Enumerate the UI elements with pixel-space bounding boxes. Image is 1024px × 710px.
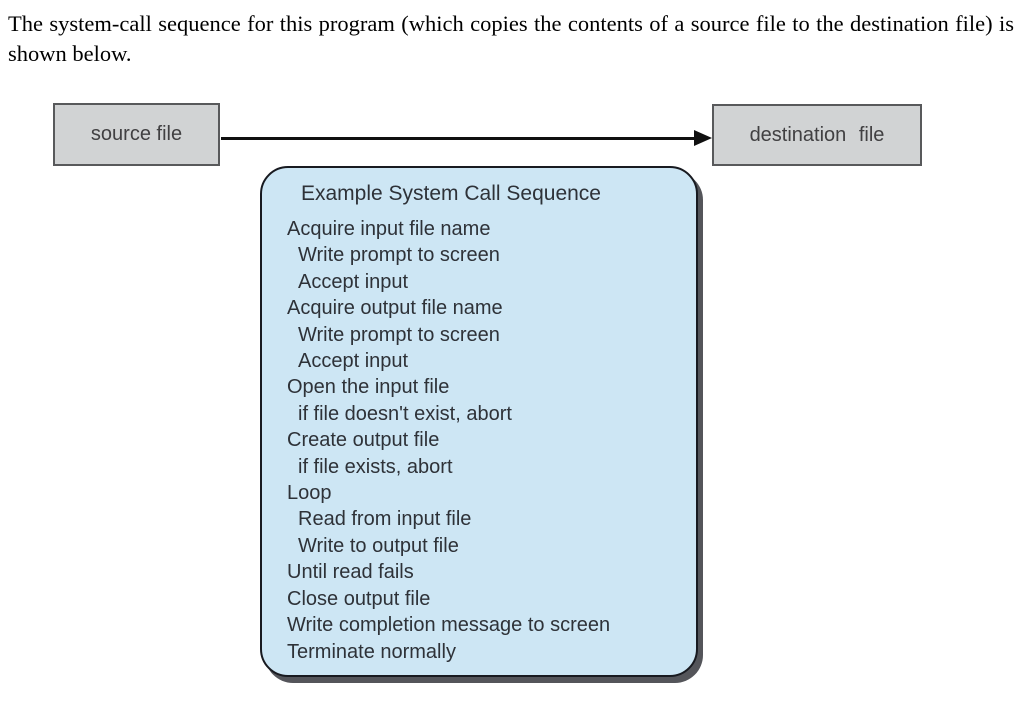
sequence-title: Example System Call Sequence bbox=[301, 182, 601, 205]
sequence-step: Write to output file bbox=[298, 534, 459, 557]
sequence-step: if file doesn't exist, abort bbox=[298, 402, 512, 425]
sequence-step: if file exists, abort bbox=[298, 455, 453, 478]
sequence-step: Until read fails bbox=[287, 561, 414, 584]
sequence-step: Read from input file bbox=[298, 508, 472, 531]
source-to-destination-arrow-line bbox=[221, 137, 696, 140]
sequence-step: Accept input bbox=[298, 270, 409, 293]
sequence-step: Open the input file bbox=[287, 376, 450, 399]
system-call-sequence-panel: Example System Call Sequence Acquire inp… bbox=[260, 166, 698, 677]
destination-file-box: destination file bbox=[712, 104, 922, 166]
intro-paragraph: The system-call sequence for this progra… bbox=[8, 11, 1014, 66]
sequence-step: Loop bbox=[287, 482, 332, 505]
sequence-step: Acquire input file name bbox=[287, 218, 491, 240]
destination-file-label: destination file bbox=[749, 123, 885, 146]
sequence-step: Acquire output file name bbox=[287, 297, 503, 320]
source-file-label: source file bbox=[90, 123, 183, 145]
sequence-step: Accept input bbox=[298, 350, 409, 373]
sequence-step: Create output file bbox=[287, 429, 440, 452]
arrowhead-icon bbox=[694, 130, 712, 146]
sequence-step: Terminate normally bbox=[287, 640, 456, 663]
sequence-step: Write prompt to screen bbox=[298, 323, 500, 346]
sequence-step: Write prompt to screen bbox=[298, 244, 500, 267]
sequence-step: Close output file bbox=[287, 587, 431, 610]
source-file-box: source file bbox=[53, 103, 220, 166]
sequence-step: Write completion message to screen bbox=[287, 614, 611, 637]
